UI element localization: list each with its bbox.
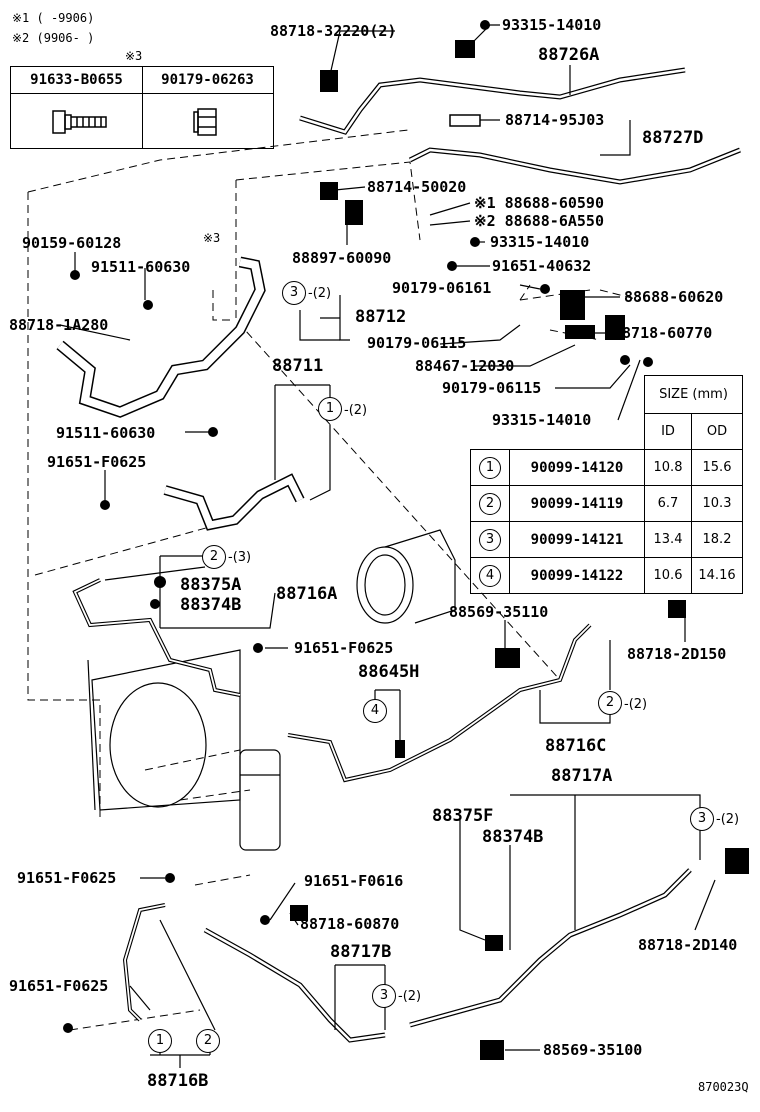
o-ring-size-table: SIZE (mm) ID OD 1 90099-14120 10.8 15.6 … xyxy=(470,375,743,594)
label-88718-2D150: 88718-2D150 xyxy=(627,645,727,663)
label-88716A: 88716A xyxy=(276,584,338,604)
note-table-col1: 91633-B0655 xyxy=(11,67,143,94)
label-91651-F0616: 91651-F0616 xyxy=(304,872,404,890)
bolt-icon xyxy=(11,93,143,148)
row-num: 2 xyxy=(479,492,501,515)
callout-3-88712: 3 xyxy=(282,281,306,305)
row-part: 90099-14120 xyxy=(509,449,645,486)
table-row: 1 90099-14120 10.8 15.6 xyxy=(470,449,743,486)
row-num: 4 xyxy=(479,564,501,587)
label-88718-60870: 88718-60870 xyxy=(300,915,400,933)
row-od: 18.2 xyxy=(691,521,743,558)
label-88374B-b: 88374B xyxy=(482,827,544,847)
label-88714-50020: 88714-50020 xyxy=(367,178,467,196)
label-88716C: 88716C xyxy=(545,736,607,756)
label-88712: 88712 xyxy=(355,307,407,327)
label-88718-1A280: 88718-1A280 xyxy=(9,316,109,334)
row-part: 90099-14119 xyxy=(509,485,645,522)
callout-2-88716A: 2 xyxy=(202,545,226,569)
callout-3-88717B: 3 xyxy=(372,984,396,1008)
id-header: ID xyxy=(644,413,692,450)
label-88718-2D140: 88718-2D140 xyxy=(638,936,738,954)
label-91651-F0625-a: 91651-F0625 xyxy=(47,453,147,471)
label-88718-32220: 88718-32220(2) xyxy=(270,22,397,40)
label-88714-95J03: 88714-95J03 xyxy=(505,111,605,129)
row-id: 6.7 xyxy=(644,485,692,522)
label-88375F: 88375F xyxy=(432,806,494,826)
callout-4-88645H: 4 xyxy=(363,699,387,723)
row-num: 3 xyxy=(479,528,501,551)
od-header: OD xyxy=(691,413,743,450)
row-part: 90099-14122 xyxy=(509,557,645,594)
note-3-marker: ※3 xyxy=(125,49,143,63)
label-91511-60630-top: 91511-60630 xyxy=(91,258,191,276)
note-1: ※1 ( -9906) xyxy=(12,11,95,25)
label-88374B-a: 88374B xyxy=(180,595,242,615)
label-88727D: 88727D xyxy=(642,128,704,148)
label-88716B: 88716B xyxy=(147,1071,209,1091)
nut-icon xyxy=(142,93,273,148)
note-3-parts-table: 91633-B0655 90179-06263 xyxy=(10,66,274,149)
label-88569-35100: 88569-35100 xyxy=(543,1041,643,1059)
callout-1-88716B: 1 xyxy=(148,1029,172,1053)
callout-2-88716C: 2 xyxy=(598,691,622,715)
label-88688-6A550: ※2 88688-6A550 xyxy=(474,212,604,230)
row-id: 13.4 xyxy=(644,521,692,558)
label-88897-60090: 88897-60090 xyxy=(292,249,392,267)
label-93315-14010-top: 93315-14010 xyxy=(502,16,602,34)
row-id: 10.6 xyxy=(644,557,692,594)
table-row: 3 90099-14121 13.4 18.2 xyxy=(470,521,743,558)
label-88569-35110: 88569-35110 xyxy=(449,603,549,621)
label-91651-40632: 91651-40632 xyxy=(492,257,592,275)
row-od: 14.16 xyxy=(691,557,743,594)
label-88688-60620: 88688-60620 xyxy=(624,288,724,306)
label-88726A: 88726A xyxy=(538,45,600,65)
note-2: ※2 (9906- ) xyxy=(12,31,95,45)
row-num: 1 xyxy=(479,456,501,479)
label-91651-F0625-c: 91651-F0625 xyxy=(17,869,117,887)
row-part: 90099-14121 xyxy=(509,521,645,558)
label-88718-60770: 88718-60770 xyxy=(613,324,713,342)
label-90179-06161: 90179-06161 xyxy=(392,279,492,297)
qty-88716C: -(2) xyxy=(624,697,648,712)
qty-88711: -(2) xyxy=(344,403,368,418)
label-91651-F0625-b: 91651-F0625 xyxy=(294,639,394,657)
label-88717A: 88717A xyxy=(551,766,613,786)
label-88717B: 88717B xyxy=(330,942,392,962)
size-header: SIZE (mm) xyxy=(644,375,743,414)
table-row: 2 90099-14119 6.7 10.3 xyxy=(470,485,743,522)
callout-1-88711: 1 xyxy=(318,397,342,421)
label-88467-12030: 88467-12030 xyxy=(415,357,515,375)
label-90179-06115-a: 90179-06115 xyxy=(367,334,467,352)
label-88645H: 88645H xyxy=(358,662,420,682)
table-row: 4 90099-14122 10.6 14.16 xyxy=(470,557,743,594)
figure-code: 870023Q xyxy=(698,1080,749,1094)
callout-2-88716B: 2 xyxy=(196,1029,220,1053)
qty-88717A: -(2) xyxy=(716,812,740,827)
row-od: 10.3 xyxy=(691,485,743,522)
row-id: 10.8 xyxy=(644,449,692,486)
label-93315-14010-mid: 93315-14010 xyxy=(490,233,590,251)
qty-88712: -(2) xyxy=(308,286,332,301)
label-90159-60128: 90159-60128 xyxy=(22,234,122,252)
label-90179-06115-b: 90179-06115 xyxy=(442,379,542,397)
label-88688-60590: ※1 88688-60590 xyxy=(474,194,604,212)
label-mark-3: ※3 xyxy=(203,231,221,245)
label-91511-60630-mid: 91511-60630 xyxy=(56,424,156,442)
row-od: 15.6 xyxy=(691,449,743,486)
qty-88716A: -(3) xyxy=(228,550,252,565)
label-88375A: 88375A xyxy=(180,575,242,595)
label-88711: 88711 xyxy=(272,356,324,376)
note-table-col2: 90179-06263 xyxy=(142,67,273,94)
label-91651-F0625-d: 91651-F0625 xyxy=(9,977,109,995)
qty-88717B: -(2) xyxy=(398,989,422,1004)
callout-3-88717A: 3 xyxy=(690,807,714,831)
